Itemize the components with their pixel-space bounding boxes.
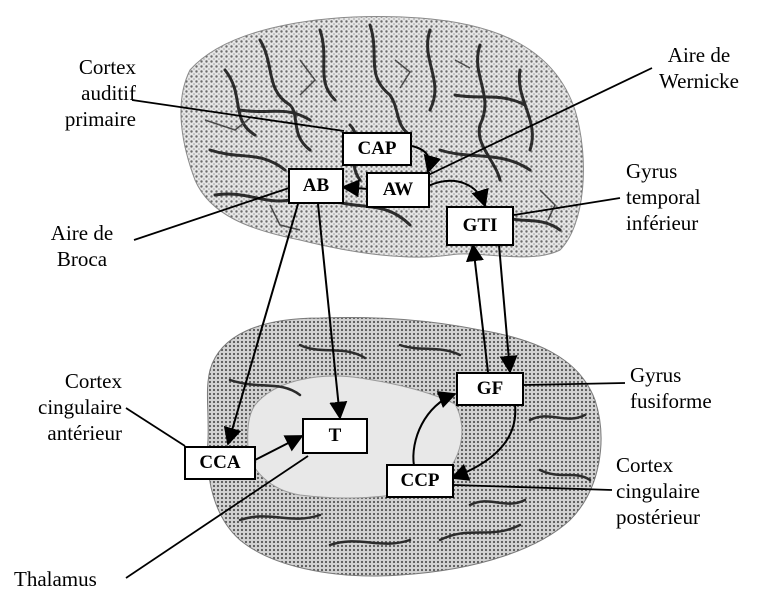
node-t: T: [302, 418, 368, 454]
label-line: Gyrus: [626, 158, 701, 184]
node-cap: CAP: [342, 132, 412, 166]
label-line: temporal: [626, 184, 701, 210]
label-line: postérieur: [616, 504, 700, 530]
label-line: fusiforme: [630, 388, 712, 414]
label-line: Cortex: [616, 452, 700, 478]
label-line: Cortex: [38, 368, 122, 394]
node-ccp: CCP: [386, 464, 454, 498]
label-line: cingulaire: [38, 394, 122, 420]
label-thalamus: Thalamus: [14, 566, 97, 592]
label-aire-de-broca: Aire de Broca: [32, 220, 132, 272]
label-aire-de-wernicke: Aire de Wernicke: [646, 42, 752, 94]
medial-brain-view: [207, 318, 601, 576]
label-gyrus-temporal-inferieur: Gyrus temporal inférieur: [626, 158, 701, 236]
label-cortex-cingulaire-anterieur: Cortex cingulaire antérieur: [38, 368, 122, 446]
label-line: Broca: [32, 246, 132, 272]
label-line: Aire de: [646, 42, 752, 68]
label-line: Aire de: [32, 220, 132, 246]
label-line: Gyrus: [630, 362, 712, 388]
node-cca: CCA: [184, 446, 256, 480]
label-line: cingulaire: [616, 478, 700, 504]
label-cortex-cingulaire-posterieur: Cortex cingulaire postérieur: [616, 452, 700, 530]
node-gti: GTI: [446, 206, 514, 246]
label-line: inférieur: [626, 210, 701, 236]
label-line: antérieur: [38, 420, 122, 446]
node-ab: AB: [288, 168, 344, 204]
label-line: Cortex: [65, 54, 136, 80]
label-gyrus-fusiforme: Gyrus fusiforme: [630, 362, 712, 414]
label-line: primaire: [65, 106, 136, 132]
label-cortex-auditif-primaire: Cortex auditif primaire: [65, 54, 136, 132]
node-gf: GF: [456, 372, 524, 406]
label-line: Wernicke: [646, 68, 752, 94]
node-aw: AW: [366, 172, 430, 208]
label-line: auditif: [65, 80, 136, 106]
